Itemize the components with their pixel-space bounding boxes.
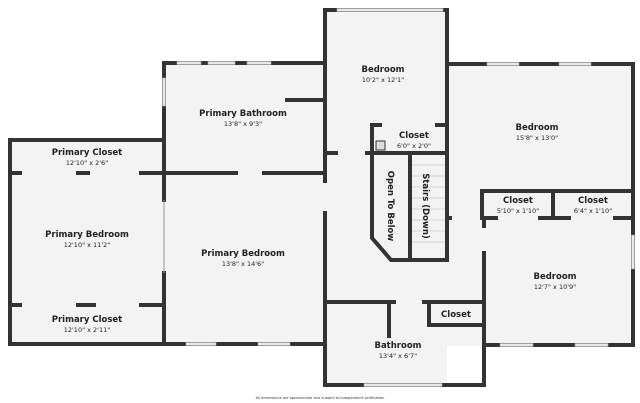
room-primary-bedroom-main: Primary Bedroom 13'8" x 14'6" (201, 249, 285, 268)
room-closet-a: Closet 5'10" x 1'10" (497, 196, 539, 215)
room-dimensions: 13'8" x 9'3" (224, 120, 262, 128)
floor-areas (10, 10, 633, 385)
room-dimensions: 13'4" x 6'7" (379, 352, 417, 360)
room-name: Primary Bedroom (45, 230, 129, 240)
room-primary-closet-top: Primary Closet 12'10" x 2'6" (52, 148, 123, 167)
room-primary-bedroom-left: Primary Bedroom 12'10" x 11'2" (45, 230, 129, 249)
room-dimensions: 6'0" x 2'0" (397, 142, 431, 150)
open-to-below-label: Open To Below (385, 171, 395, 242)
room-name: Closet (441, 310, 471, 320)
room-name: Primary Closet (52, 315, 123, 325)
room-dimensions: 6'4" x 1'10" (574, 207, 612, 215)
room-closet-b: Closet 6'4" x 1'10" (574, 196, 612, 215)
room-name: Closet (503, 196, 533, 206)
stairs-label: Stairs (Down) (420, 173, 430, 239)
room-dimensions: 12'10" x 2'6" (66, 159, 108, 167)
room-name: Bedroom (361, 65, 404, 75)
room-closet-stairs: Closet 6'0" x 2'0" (397, 131, 431, 150)
room-name: Bedroom (515, 123, 558, 133)
room-name: Primary Closet (52, 148, 123, 158)
room-name: Closet (399, 131, 429, 141)
room-bedroom-right: Bedroom 15'8" x 13'0" (515, 123, 558, 142)
room-dimensions: 12'7" x 10'9" (534, 283, 576, 291)
room-name: Bathroom (374, 341, 421, 351)
room-name: Closet (578, 196, 608, 206)
chimney-hatch (375, 140, 386, 151)
room-name: Primary Bedroom (201, 249, 285, 259)
room-closet-hall: Closet (441, 310, 471, 320)
room-name: Primary Bathroom (199, 109, 287, 119)
room-bedroom-top: Bedroom 10'2" x 12'1" (361, 65, 404, 84)
room-primary-closet-bottom: Primary Closet 12'10" x 2'11" (52, 315, 123, 334)
room-dimensions: 10'2" x 12'1" (362, 76, 404, 84)
room-bathroom: Bathroom 13'4" x 6'7" (374, 341, 421, 360)
room-primary-bathroom: Primary Bathroom 13'8" x 9'3" (199, 109, 287, 128)
stair-treads (412, 164, 445, 243)
room-bedroom-lower-right: Bedroom 12'7" x 10'9" (533, 272, 576, 291)
room-name: Bedroom (533, 272, 576, 282)
room-dimensions: 12'10" x 2'11" (64, 326, 110, 334)
room-dimensions: 5'10" x 1'10" (497, 207, 539, 215)
room-dimensions: 15'8" x 13'0" (516, 134, 558, 142)
windows (162, 8, 635, 387)
room-dimensions: 12'10" x 11'2" (64, 241, 110, 249)
disclaimer-text: All dimensions are approximate and subje… (256, 396, 385, 400)
room-dimensions: 13'8" x 14'6" (222, 260, 264, 268)
